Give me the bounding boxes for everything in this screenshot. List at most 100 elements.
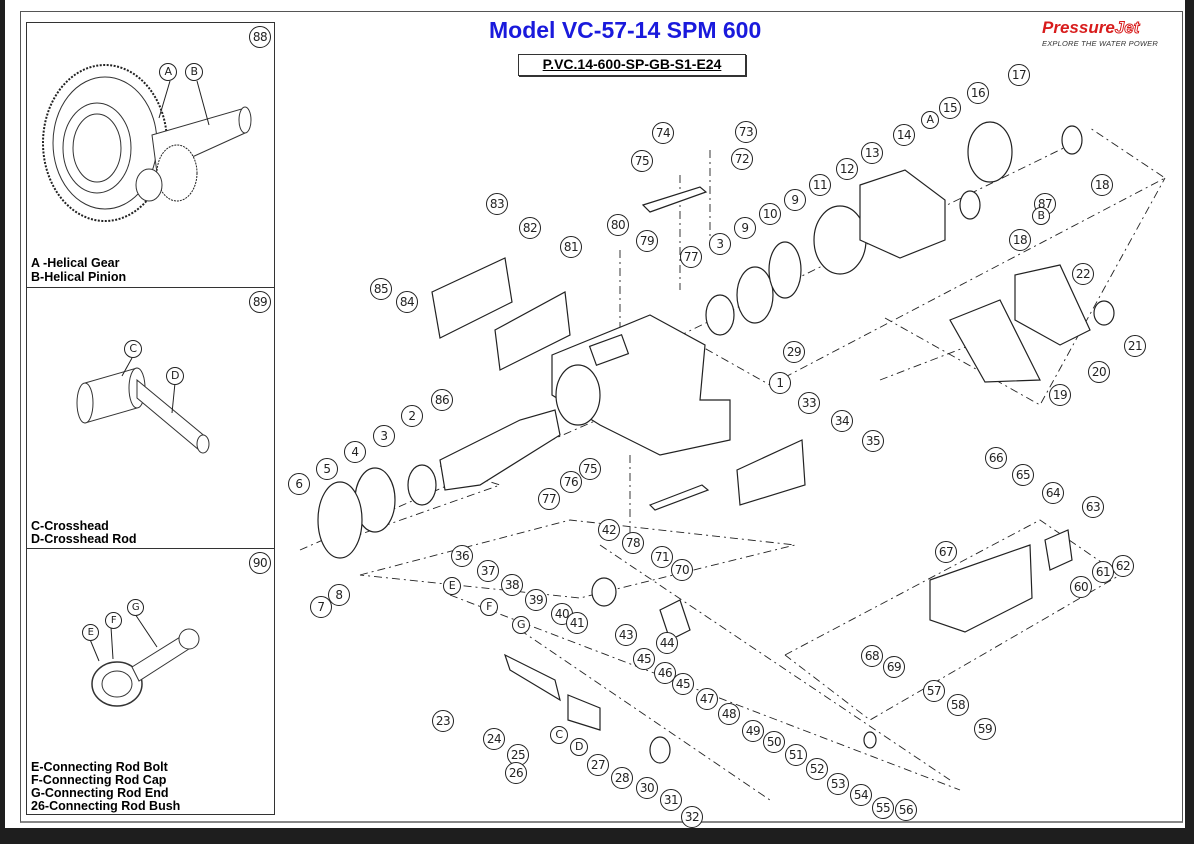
page-title: Model VC-57-14 SPM 600: [489, 17, 762, 43]
callout-47: 47: [696, 688, 718, 710]
callout-50: 50: [763, 731, 785, 753]
callout-36: 36: [451, 545, 473, 567]
callout-70: 70: [671, 559, 693, 581]
callout-D: D: [570, 738, 588, 756]
legend-helical-pinion: B-Helical Pinion: [31, 270, 127, 284]
callout-45: 45: [672, 673, 694, 695]
callout-20: 20: [1088, 361, 1110, 383]
callout-57: 57: [923, 680, 945, 702]
callout-B: B: [1032, 207, 1050, 225]
callout-79: 79: [636, 230, 658, 252]
callout-81: 81: [560, 236, 582, 258]
legend-conrod-bush: 26-Connecting Rod Bush: [31, 799, 181, 813]
callout-26: 26: [505, 762, 527, 784]
callout-49: 49: [742, 720, 764, 742]
callout-86: 86: [431, 389, 453, 411]
callout-28: 28: [611, 767, 633, 789]
callout-63: 63: [1082, 496, 1104, 518]
callout-77: 77: [680, 246, 702, 268]
callout-E: E: [443, 577, 461, 595]
callout-3: 3: [709, 233, 731, 255]
legend-conrod-cap: F-Connecting Rod Cap: [31, 773, 167, 787]
legend-crosshead: C-Crosshead: [31, 519, 109, 533]
callout-45: 45: [633, 648, 655, 670]
callout-56: 56: [895, 799, 917, 821]
crosshead: [567, 694, 601, 731]
callout-C: C: [124, 340, 142, 358]
callout-31: 31: [660, 789, 682, 811]
callout-59: 59: [974, 718, 996, 740]
connecting-rod: [503, 653, 561, 702]
callout-30: 30: [636, 777, 658, 799]
inset-number-90: 90: [249, 552, 271, 574]
callout-68: 68: [861, 645, 883, 667]
callout-33: 33: [798, 392, 820, 414]
callout-G: G: [512, 616, 530, 634]
connecting-rod-illustration: [88, 613, 200, 707]
callout-2: 2: [401, 405, 423, 427]
callout-9: 9: [734, 217, 756, 239]
callout-77: 77: [538, 488, 560, 510]
callout-16: 16: [967, 82, 989, 104]
inset-connecting-rod: 90 E F G E-Connecting Rod Bolt F-Connect…: [26, 549, 275, 815]
callout-58: 58: [947, 694, 969, 716]
rear-cover: [431, 257, 513, 339]
brand-name-1: Pressure: [1042, 18, 1115, 37]
callout-85: 85: [370, 278, 392, 300]
callout-44: 44: [656, 632, 678, 654]
manifold-57: [929, 544, 1033, 633]
callout-B: B: [185, 63, 203, 81]
callout-27: 27: [587, 754, 609, 776]
legend-conrod-bolt: E-Connecting Rod Bolt: [31, 760, 168, 774]
callout-34: 34: [831, 410, 853, 432]
callout-29: 29: [783, 341, 805, 363]
callout-72: 72: [731, 148, 753, 170]
callout-A: A: [921, 111, 939, 129]
callout-61: 61: [1092, 561, 1114, 583]
callout-55: 55: [872, 797, 894, 819]
callout-75: 75: [631, 150, 653, 172]
callout-41: 41: [566, 612, 588, 634]
bottom-cover: [648, 484, 710, 511]
pump-head-61: [1044, 529, 1073, 571]
brand-tagline: EXPLORE THE WATER POWER: [1042, 39, 1159, 48]
callout-15: 15: [939, 97, 961, 119]
helical-gear-illustration: [42, 64, 252, 222]
callout-51: 51: [785, 744, 807, 766]
callout-43: 43: [615, 624, 637, 646]
callout-67: 67: [935, 541, 957, 563]
inset-number-89: 89: [249, 291, 271, 313]
part-number-box: P.VC.14-600-SP-GB-S1-E24: [518, 54, 746, 76]
callout-A: A: [159, 63, 177, 81]
callout-84: 84: [396, 291, 418, 313]
callout-14: 14: [893, 124, 915, 146]
callout-66: 66: [985, 447, 1007, 469]
callout-78: 78: [622, 532, 644, 554]
callout-23: 23: [432, 710, 454, 732]
callout-17: 17: [1008, 64, 1030, 86]
callout-60: 60: [1070, 576, 1092, 598]
callout-22: 22: [1072, 263, 1094, 285]
callout-6: 6: [288, 473, 310, 495]
legend-crosshead-rod: D-Crosshead Rod: [31, 532, 137, 546]
callout-11: 11: [809, 174, 831, 196]
callout-4: 4: [344, 441, 366, 463]
callout-12: 12: [836, 158, 858, 180]
callout-64: 64: [1042, 482, 1064, 504]
inset-helical-gear: 88 A B A -Helical Gear B-Helical Pinion: [26, 22, 275, 288]
callout-F: F: [480, 598, 498, 616]
callout-19: 19: [1049, 384, 1071, 406]
callout-75: 75: [579, 458, 601, 480]
callout-73: 73: [735, 121, 757, 143]
callout-80: 80: [607, 214, 629, 236]
callout-82: 82: [519, 217, 541, 239]
callout-21: 21: [1124, 335, 1146, 357]
callout-40: 40: [551, 603, 573, 625]
callout-42: 42: [598, 519, 620, 541]
seal-plate-33: [736, 439, 806, 506]
callout-18: 18: [1091, 174, 1113, 196]
gasket-81: [494, 291, 571, 371]
crosshead-illustration: [76, 357, 210, 454]
